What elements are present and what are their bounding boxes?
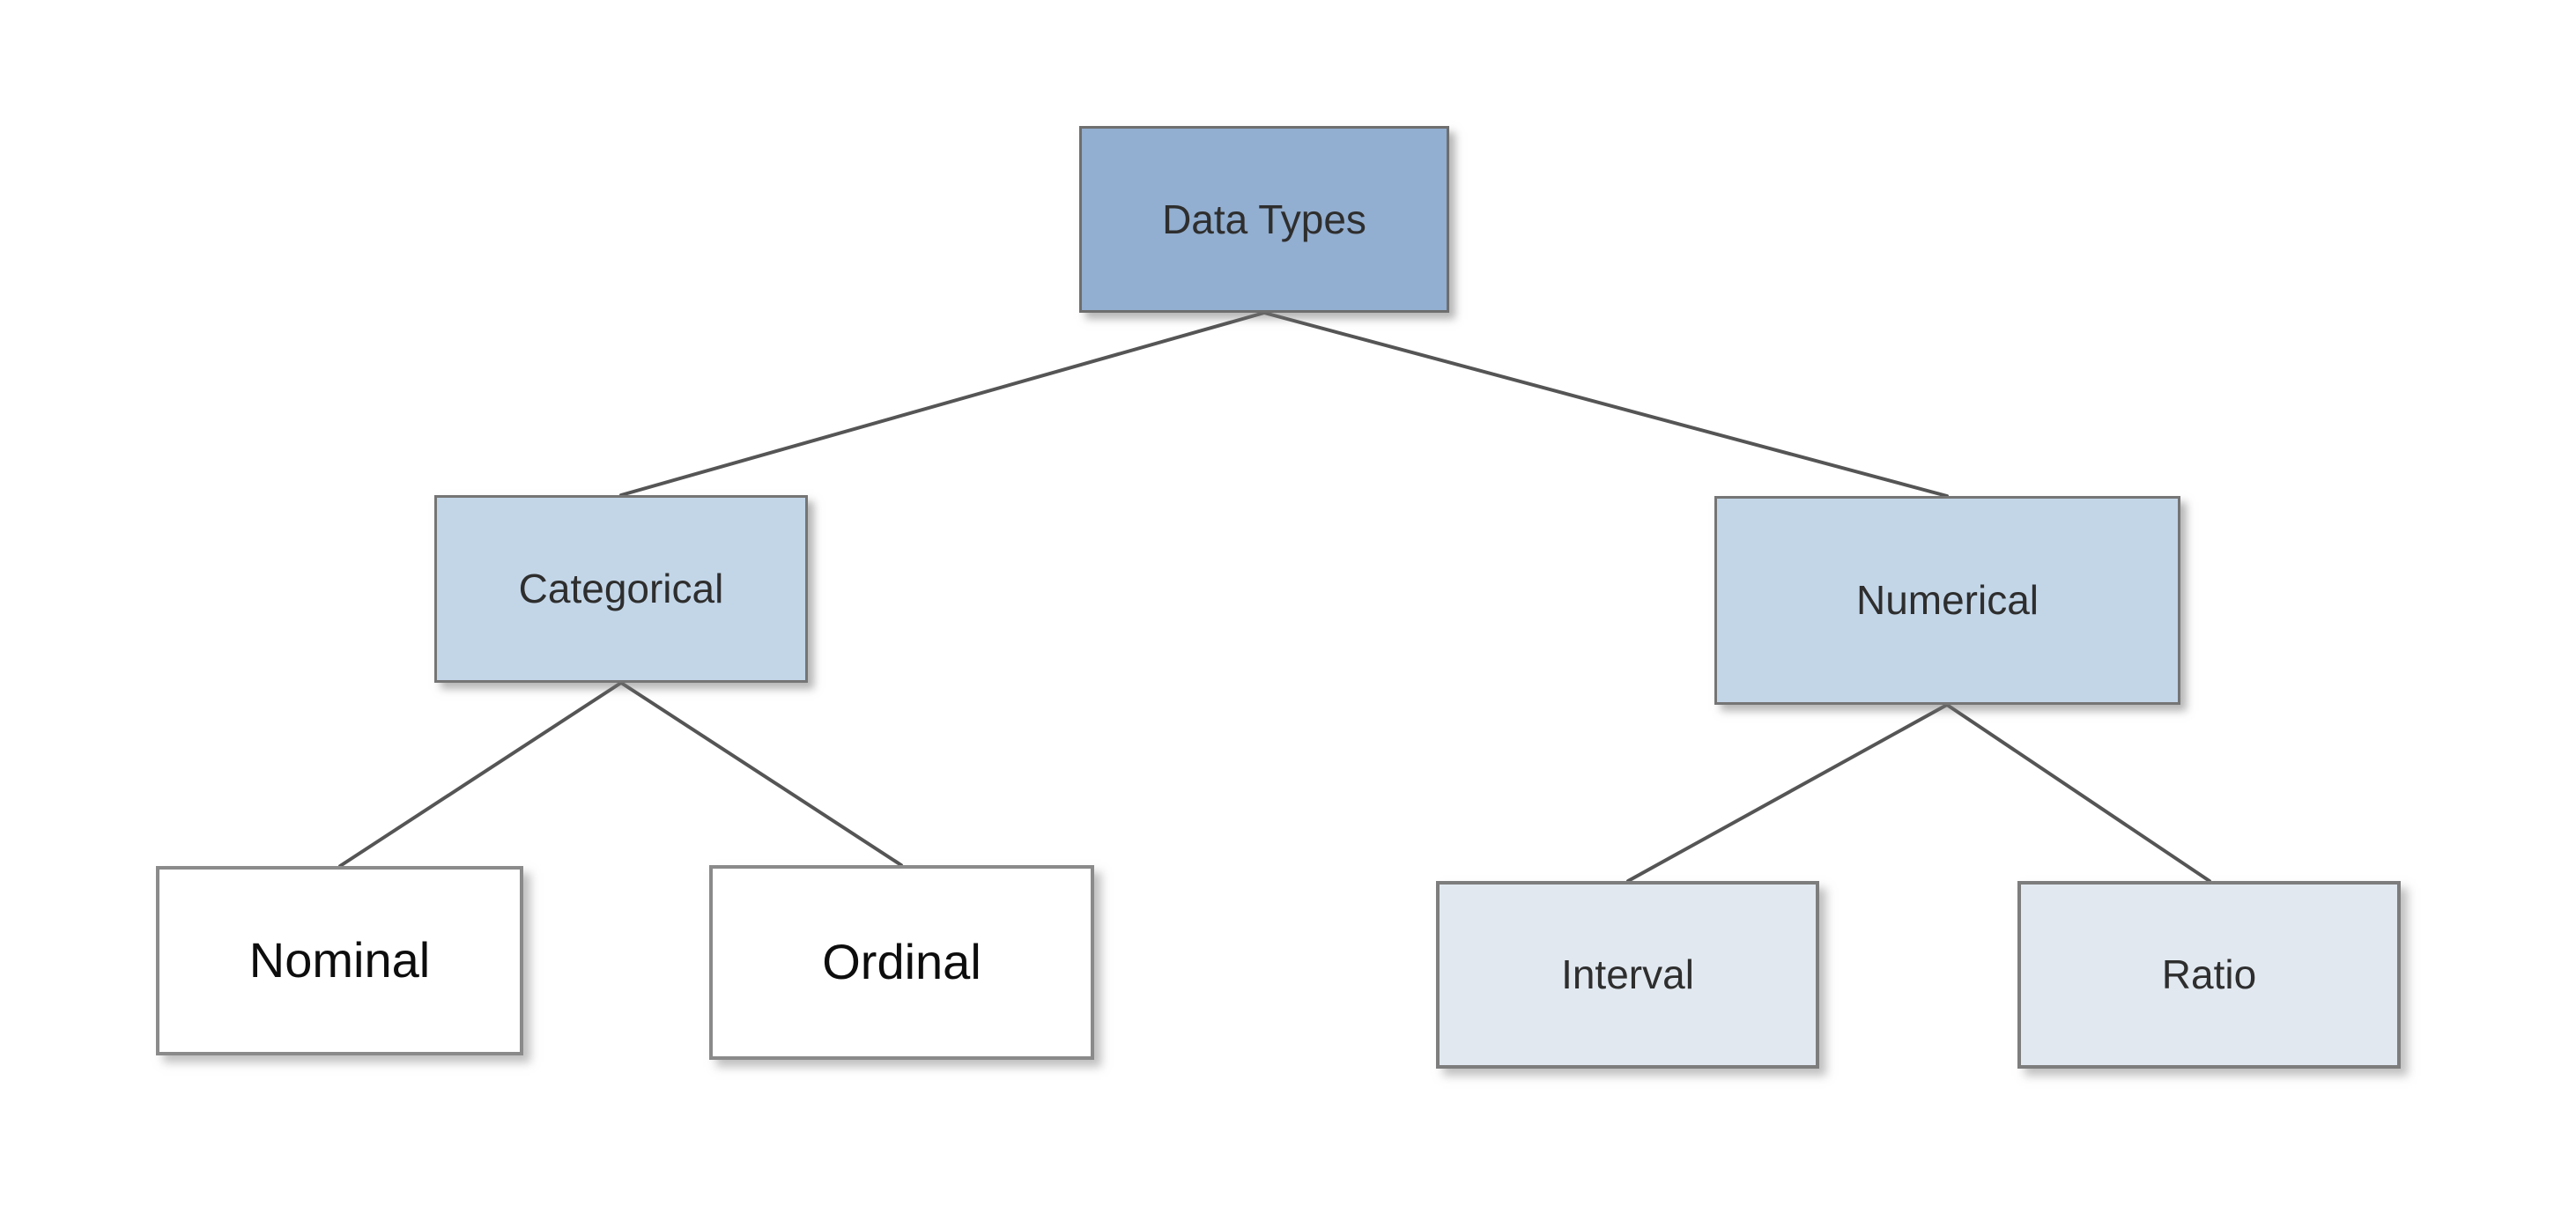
node-interval[interactable]: Interval bbox=[1436, 881, 1819, 1069]
node-label-ordinal: Ordinal bbox=[822, 934, 981, 990]
node-label-numerical: Numerical bbox=[1855, 577, 2039, 624]
node-nominal[interactable]: Nominal bbox=[156, 866, 523, 1055]
node-label-ratio: Ratio bbox=[2161, 951, 2257, 998]
connector-categorical-to-nominal bbox=[338, 681, 623, 868]
connector-data-types-to-numerical bbox=[1262, 311, 1949, 498]
node-data-types[interactable]: Data Types bbox=[1079, 126, 1449, 313]
node-label-data-types: Data Types bbox=[1162, 196, 1366, 242]
node-ratio[interactable]: Ratio bbox=[2017, 881, 2401, 1069]
node-ordinal[interactable]: Ordinal bbox=[709, 865, 1094, 1060]
node-label-categorical: Categorical bbox=[518, 566, 724, 612]
connector-numerical-to-interval bbox=[1626, 703, 1949, 883]
connector-data-types-to-categorical bbox=[619, 311, 1266, 497]
node-numerical[interactable]: Numerical bbox=[1714, 496, 2180, 705]
node-label-nominal: Nominal bbox=[248, 932, 431, 988]
node-categorical[interactable]: Categorical bbox=[434, 495, 808, 683]
node-label-interval: Interval bbox=[1561, 951, 1694, 998]
connector-numerical-to-ratio bbox=[1945, 703, 2211, 883]
connector-categorical-to-ordinal bbox=[619, 681, 903, 867]
